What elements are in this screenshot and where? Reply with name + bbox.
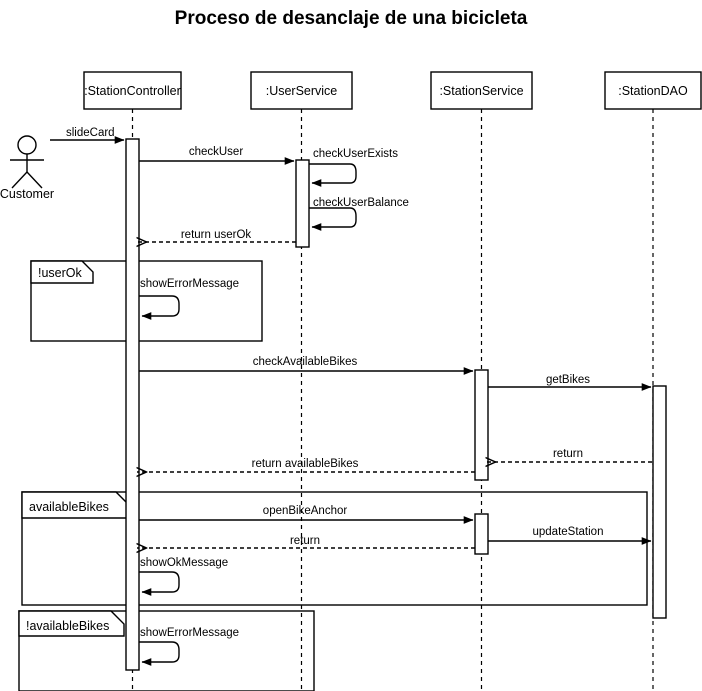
actor-left-leg-icon [11, 171, 28, 189]
message-arrow-showerrormessage-1 [139, 295, 180, 320]
message-checkavailablebikes[interactable]: checkAvailableBikes [139, 356, 474, 375]
message-checkuserbalance[interactable]: checkUserBalance [309, 197, 409, 231]
activation-userservice [295, 159, 310, 248]
fragment-box-notuserok[interactable] [30, 260, 263, 342]
message-returnbikes[interactable]: return [486, 448, 652, 462]
fragment-label-availablebikes: availableBikes [29, 500, 109, 514]
message-showerrormessage-1[interactable]: showErrorMessage [139, 278, 239, 320]
fragment-tab-notuserok [30, 260, 94, 284]
message-label-checkuserexists: checkUserExists [313, 148, 398, 160]
fragment-box-availablebikes[interactable] [21, 491, 648, 606]
lifeline-label-userservice: :UserService [266, 84, 338, 98]
message-label-returnopen: return [290, 535, 320, 547]
message-checkuser[interactable]: checkUser [139, 146, 295, 165]
message-label-openbikeanchor: openBikeAnchor [263, 505, 348, 517]
actor-customer[interactable]: Customer [0, 135, 54, 201]
activation-stationservice-2 [474, 513, 489, 555]
fragment-notavailablebikes[interactable]: !availableBikes [18, 610, 315, 691]
message-getbikes[interactable]: getBikes [488, 374, 652, 391]
message-arrow-showerrormessage-2 [139, 641, 180, 666]
message-arrow-checkuserexists [309, 163, 357, 187]
lifeline-box-userservice[interactable] [250, 71, 353, 110]
message-label-returnavailablebikes: return availableBikes [252, 458, 359, 470]
message-arrow-showokmessage [139, 571, 180, 596]
lifeline-label-stationservice: :StationService [439, 84, 523, 98]
lifeline-label-stationcontroller: :StationController [84, 84, 181, 98]
message-label-checkuser: checkUser [189, 146, 243, 158]
activation-stationcontroller [125, 138, 140, 671]
message-label-updatestation: updateStation [533, 526, 604, 538]
message-updatestation[interactable]: updateStation [488, 526, 652, 545]
actor-label: Customer [0, 187, 54, 201]
message-openbikeanchor[interactable]: openBikeAnchor [139, 505, 474, 524]
fragment-label-notavailablebikes: !availableBikes [26, 619, 109, 633]
message-label-showokmessage: showOkMessage [140, 557, 228, 569]
message-label-checkavailablebikes: checkAvailableBikes [253, 356, 358, 368]
message-label-slidecard: slideCard [66, 127, 115, 139]
message-showokmessage[interactable]: showOkMessage [139, 557, 228, 596]
message-returnuserok[interactable]: return userOk [137, 229, 296, 242]
lifeline-label-stationdao: :StationDAO [618, 84, 688, 98]
fragment-label-notuserok: !userOk [38, 266, 83, 280]
actor-head-icon [17, 135, 37, 155]
lifeline-box-stationdao[interactable] [604, 71, 702, 110]
message-checkuserexists[interactable]: checkUserExists [309, 148, 398, 187]
message-arrow-checkuserbalance [309, 207, 357, 231]
message-returnavailablebikes[interactable]: return availableBikes [137, 458, 475, 472]
fragment-tab-notavailablebikes [18, 610, 125, 637]
fragment-box-notavailablebikes[interactable] [18, 610, 315, 691]
message-label-checkuserbalance: checkUserBalance [313, 197, 409, 209]
lifeline-box-stationcontroller[interactable] [83, 71, 182, 110]
page-title: Proceso de desanclaje de una bicicleta [174, 8, 528, 29]
activation-stationservice-1 [474, 369, 489, 481]
activation-stationdao [652, 385, 667, 619]
fragment-notuserok[interactable]: !userOk [30, 260, 263, 342]
lifeline-box-stationservice[interactable] [430, 71, 533, 110]
message-returnopen[interactable]: return [137, 535, 475, 548]
message-showerrormessage-2[interactable]: showErrorMessage [139, 627, 239, 666]
actor-right-leg-icon [26, 171, 43, 189]
message-label-showerrormessage-1: showErrorMessage [140, 278, 239, 290]
message-slidecard[interactable]: slideCard [50, 127, 125, 144]
message-label-returnbikes: return [553, 448, 583, 460]
message-label-showerrormessage-2: showErrorMessage [140, 627, 239, 639]
message-label-returnuserok: return userOk [181, 229, 252, 241]
message-label-getbikes: getBikes [546, 374, 590, 386]
